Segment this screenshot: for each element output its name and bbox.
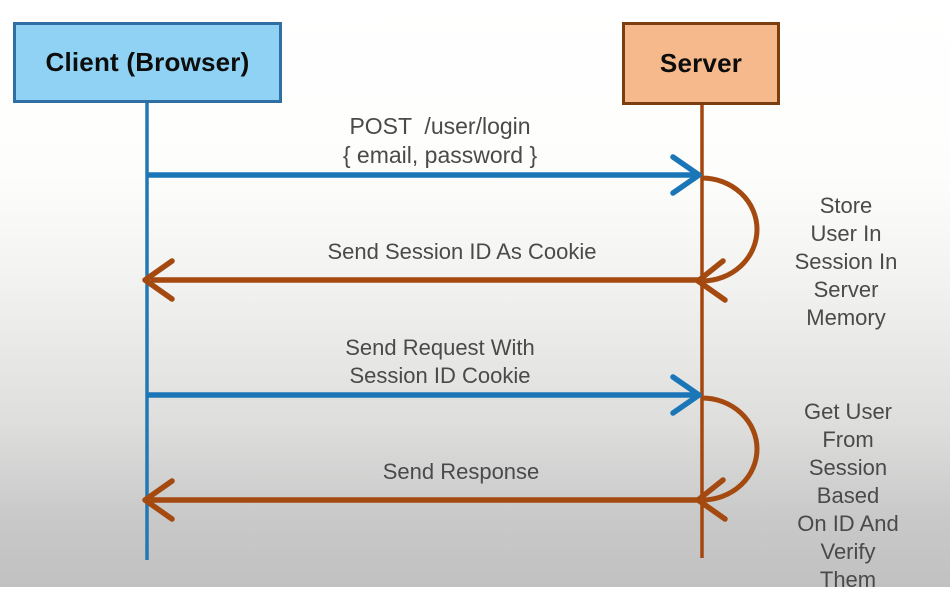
- request-label: Send Request With Session ID Cookie: [345, 335, 535, 388]
- client-actor-label: Client (Browser): [45, 47, 250, 77]
- response-arrowhead-icon: [142, 478, 175, 522]
- post-login-arrowhead-icon: [670, 154, 702, 196]
- get-user-action-label: Get User From Session Based On ID And Ve…: [797, 399, 899, 592]
- client-actor-box: Client (Browser): [13, 22, 282, 103]
- session-cookie-arrowhead-icon: [142, 258, 175, 302]
- response-label: Send Response: [382, 459, 540, 484]
- server-actor-box: Server: [622, 22, 780, 105]
- post-login-label: POST /user/login { email, password }: [342, 113, 538, 168]
- store-user-loop-arc: [701, 175, 760, 284]
- session-cookie-label: Send Session ID As Cookie: [327, 239, 597, 264]
- server-actor-label: Server: [659, 48, 743, 78]
- store-user-action-label: Store User In Session In Server Memory: [794, 193, 898, 330]
- request-arrowhead-icon: [670, 374, 702, 416]
- get-user-loop-arc: [701, 395, 760, 503]
